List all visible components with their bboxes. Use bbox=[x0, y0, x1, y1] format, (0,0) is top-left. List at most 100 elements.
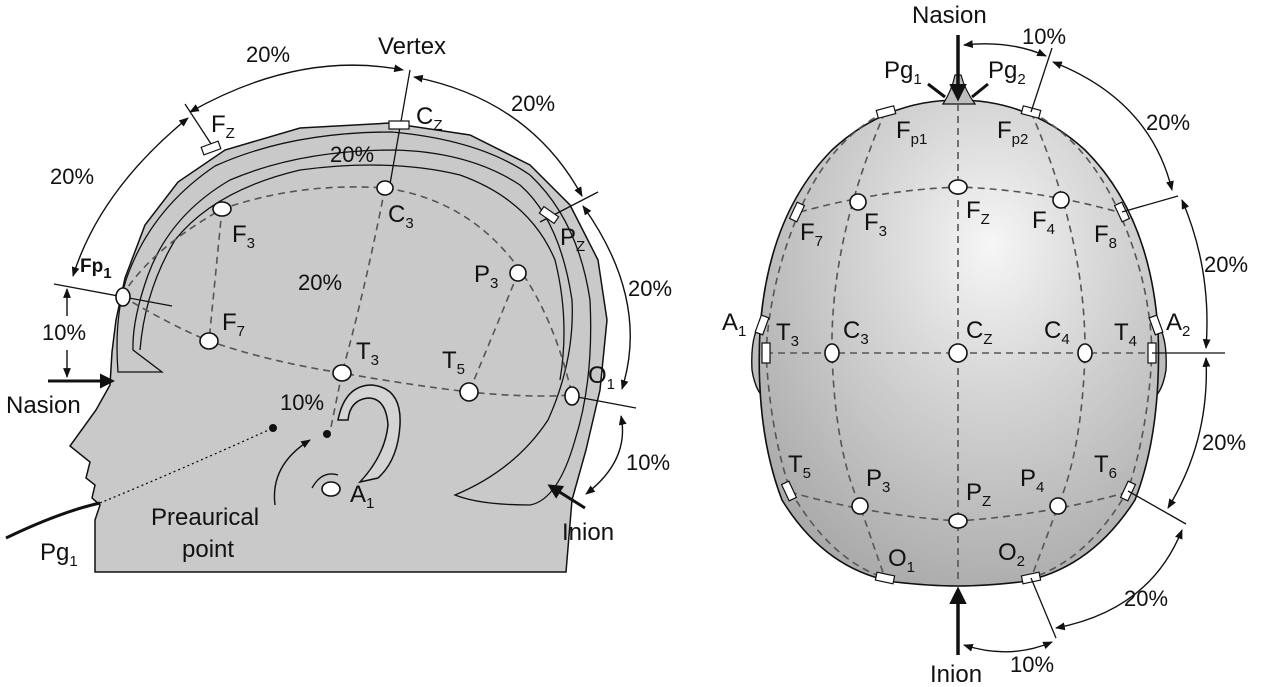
side-pad-fz bbox=[200, 140, 222, 156]
top-fp2-line bbox=[1030, 47, 1053, 113]
side-pg1-dot bbox=[269, 424, 277, 432]
top-label-cz: CZ bbox=[966, 317, 993, 348]
side-label-pz: PZ bbox=[560, 224, 585, 255]
top-arrow-mid-right-lower bbox=[1167, 357, 1211, 509]
side-arrow-top-right bbox=[413, 74, 583, 197]
top-label-pz: PZ bbox=[966, 479, 991, 510]
side-nasion-line bbox=[53, 283, 173, 307]
side-electrode-t5 bbox=[459, 382, 479, 402]
side-dashed-line-c bbox=[341, 187, 386, 374]
top-label-inion: Inion bbox=[930, 661, 982, 687]
side-arrow-left bbox=[71, 117, 189, 277]
side-label-nasion: Nasion bbox=[6, 392, 81, 419]
top-o2-line bbox=[1030, 577, 1057, 639]
top-label-t3: T3 bbox=[776, 319, 799, 350]
side-label-cz: CZ bbox=[416, 103, 443, 134]
top-pg1-arrow bbox=[927, 82, 946, 99]
top-label-fz: FZ bbox=[966, 197, 990, 228]
side-label-pg1: Pg1 bbox=[40, 539, 78, 570]
top-label-p4: P4 bbox=[1020, 465, 1044, 496]
side-label-p3: P3 bbox=[474, 261, 498, 292]
side-pad-cz bbox=[388, 120, 410, 130]
side-pct-top-left: 20% bbox=[246, 42, 290, 67]
top-label-c3: C3 bbox=[843, 317, 869, 348]
side-electrode-f3 bbox=[212, 201, 232, 217]
top-electrode-p3 bbox=[851, 497, 869, 515]
top-arrow-bottom bbox=[963, 641, 1053, 653]
side-view: FZ CZ Vertex F3 C3 PZ P3 Fp1 F7 T3 T5 O1… bbox=[5, 33, 672, 573]
side-electrode-p3 bbox=[509, 264, 527, 282]
side-label-inion: Inion bbox=[562, 519, 614, 546]
side-pct-ear: 10% bbox=[280, 390, 324, 415]
top-pct-upper-right: 20% bbox=[1146, 110, 1190, 135]
top-pad-t5 bbox=[780, 480, 798, 502]
top-label-f7: F7 bbox=[800, 219, 823, 250]
top-electrode-p4 bbox=[1049, 497, 1067, 515]
top-view: Nasion Inion Pg1 Pg2 Fp1 Fp2 F7 F3 FZ F4… bbox=[722, 2, 1248, 687]
side-arrow-top-left bbox=[189, 64, 404, 113]
side-electrode-o1 bbox=[564, 386, 580, 406]
side-label-f3: F3 bbox=[232, 221, 255, 252]
side-label-f7: F7 bbox=[222, 309, 245, 340]
top-pad-fp1 bbox=[875, 105, 897, 119]
side-inion-line bbox=[571, 395, 637, 409]
top-label-fp2: Fp2 bbox=[997, 117, 1028, 148]
top-electrode-f3 bbox=[849, 193, 867, 211]
side-electrode-f7 bbox=[199, 332, 219, 350]
side-label-c3: C3 bbox=[388, 201, 414, 232]
top-pct-top: 10% bbox=[1022, 24, 1066, 49]
top-label-a1: A1 bbox=[722, 309, 746, 340]
top-pad-a2 bbox=[1148, 314, 1164, 336]
top-label-pg2: Pg2 bbox=[988, 57, 1026, 88]
top-arrow-mid-right-upper bbox=[1181, 199, 1211, 349]
side-pct-left-arc: 20% bbox=[50, 164, 94, 189]
side-ear-lobe bbox=[311, 473, 339, 489]
top-label-t6: T6 bbox=[1094, 451, 1117, 482]
top-pad-o1 bbox=[874, 571, 896, 585]
top-label-o1: O1 bbox=[888, 545, 915, 576]
top-label-f4: F4 bbox=[1032, 207, 1055, 238]
top-electrode-c4 bbox=[1077, 343, 1093, 363]
top-arrow-upper-right bbox=[1052, 61, 1174, 191]
side-electrode-c3 bbox=[376, 180, 394, 196]
side-electrode-t3 bbox=[332, 364, 352, 382]
side-arrow-back bbox=[582, 205, 631, 390]
top-label-t4: T4 bbox=[1114, 319, 1137, 350]
side-electrode-a1 bbox=[321, 481, 341, 497]
side-pg1-cable bbox=[5, 501, 101, 540]
top-dashed-right-meridian bbox=[1030, 111, 1086, 579]
side-inion-arrow bbox=[547, 484, 586, 510]
side-preauricular-dot bbox=[323, 430, 331, 438]
side-dashed-line-f bbox=[208, 208, 223, 342]
side-pct-top-right: 20% bbox=[511, 91, 555, 116]
top-label-f3: F3 bbox=[864, 209, 887, 240]
side-label-fz: FZ bbox=[211, 111, 235, 142]
top-pct-lower-right: 20% bbox=[1124, 586, 1168, 611]
side-pct-inion-offset: 10% bbox=[626, 450, 670, 475]
top-arrow-top bbox=[963, 40, 1047, 57]
side-label-preauricular-1: Preaurical bbox=[151, 504, 259, 531]
top-pct-mid-right-upper: 20% bbox=[1204, 252, 1248, 277]
top-electrode-fz bbox=[948, 179, 968, 195]
side-dashed-arc-lower bbox=[121, 295, 573, 397]
side-preauricular-arrow bbox=[273, 439, 311, 506]
side-label-a1: A1 bbox=[350, 481, 374, 512]
top-electrode-cz bbox=[948, 343, 968, 363]
side-dashed-line-p bbox=[468, 272, 519, 393]
top-label-c4: C4 bbox=[1044, 317, 1070, 348]
top-pad-t3 bbox=[761, 342, 771, 364]
side-ear bbox=[337, 384, 401, 484]
side-label-vertex: Vertex bbox=[378, 33, 446, 60]
side-arrow-inion bbox=[585, 415, 627, 495]
top-pct-mid-right-lower: 20% bbox=[1202, 430, 1246, 455]
side-pct-middle: 20% bbox=[298, 270, 342, 295]
top-label-o2: O2 bbox=[998, 539, 1025, 570]
top-arrow-lower-right bbox=[1055, 529, 1183, 631]
top-pad-a1 bbox=[754, 314, 770, 336]
side-pct-nasion-offset: 10% bbox=[42, 320, 86, 345]
top-label-p3: P3 bbox=[866, 465, 890, 496]
top-dashed-left-meridian bbox=[831, 111, 886, 579]
side-label-o1: O1 bbox=[588, 362, 615, 393]
top-label-pg1: Pg1 bbox=[884, 57, 922, 88]
